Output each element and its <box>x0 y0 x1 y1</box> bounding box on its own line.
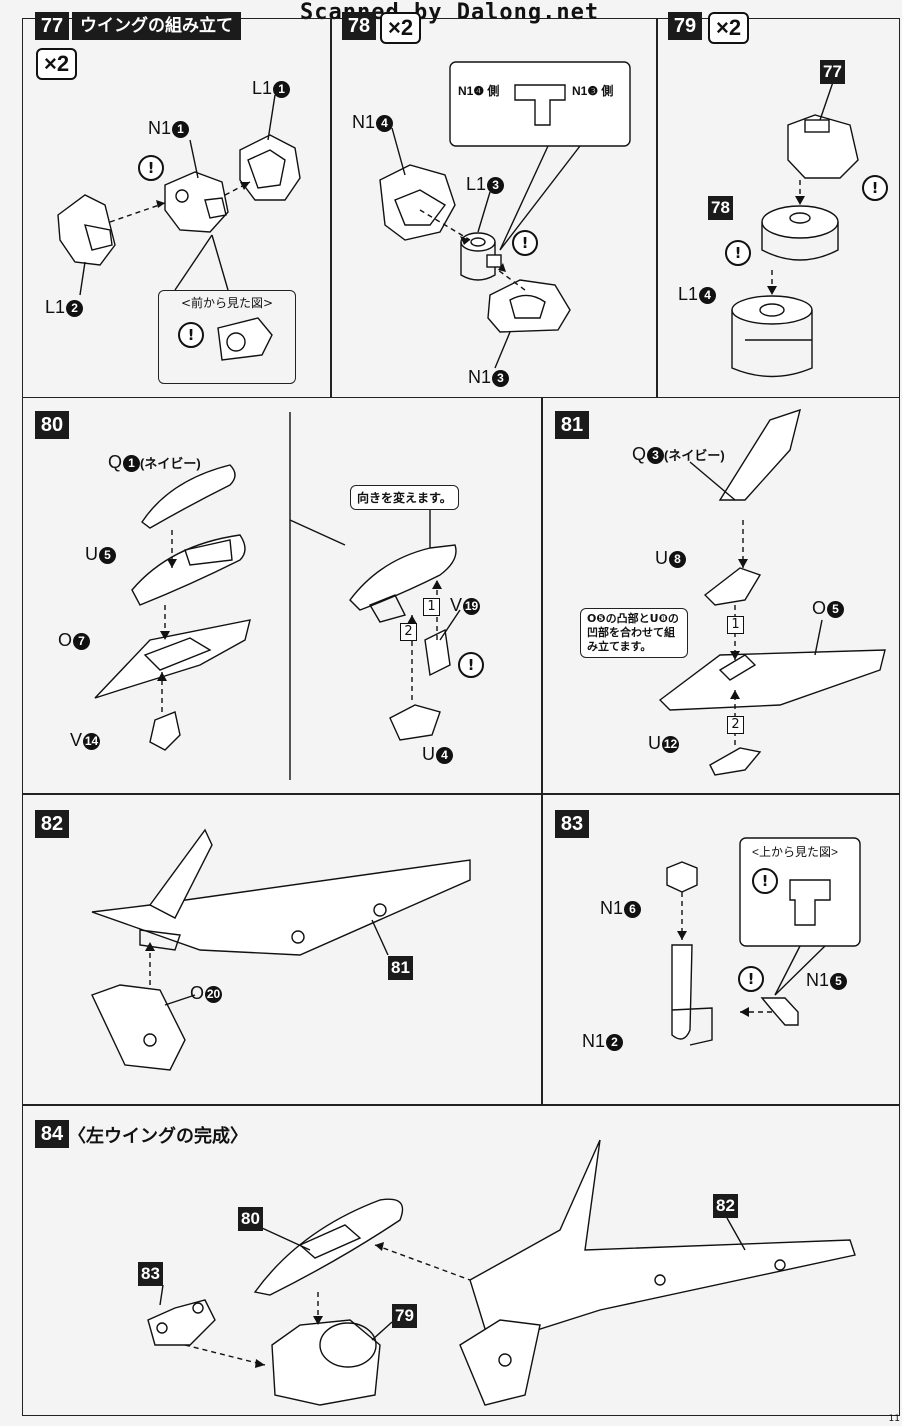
front-view-caption: <前から見た図> <box>180 296 274 310</box>
ref-step-82: 82 <box>713 1194 738 1218</box>
warning-icon: ! <box>178 322 204 348</box>
step-80-number: 80 <box>35 411 69 439</box>
sequence-2: 2 <box>400 623 417 641</box>
sequence-1: 1 <box>423 598 440 616</box>
side-label-n1-3: N1❸ 側 <box>572 84 614 98</box>
top-view-caption: <上から見た図> <box>752 845 839 859</box>
sequence-1: 1 <box>727 616 744 634</box>
ref-step-83: 83 <box>138 1262 163 1286</box>
ref-step-80: 80 <box>238 1207 263 1231</box>
step-78-number: 78 <box>342 12 376 40</box>
warning-icon: ! <box>458 652 484 678</box>
front-view-callout: <前から見た図> <box>158 290 296 384</box>
panel-80 <box>22 397 543 795</box>
side-label-n1-4: N1❹ 側 <box>458 84 500 98</box>
step-81-number: 81 <box>555 411 589 439</box>
warning-icon: ! <box>725 240 751 266</box>
panel-81 <box>541 397 900 795</box>
ref-step-77: 77 <box>820 60 845 84</box>
warning-icon: ! <box>752 868 778 894</box>
warning-icon: ! <box>862 175 888 201</box>
warning-icon: ! <box>512 230 538 256</box>
sequence-2: 2 <box>727 716 744 734</box>
step-79-multiplier: ×2 <box>708 12 750 44</box>
step-77-multiplier: ×2 <box>36 48 78 80</box>
turn-note-callout: 向きを変えます。 <box>350 485 459 510</box>
step-82-number: 82 <box>35 810 69 838</box>
alignment-note-callout: O❺の凸部とU❽の凹部を合わせて組み立てます。 <box>580 608 688 658</box>
step-77-title: ウイングの組み立て <box>72 12 241 40</box>
ref-step-79: 79 <box>392 1304 417 1328</box>
warning-icon: ! <box>738 966 764 992</box>
ref-step-81: 81 <box>388 956 413 980</box>
step-78-multiplier: ×2 <box>380 12 422 44</box>
page-number: 11 <box>888 1414 900 1424</box>
step-79-number: 79 <box>668 12 702 40</box>
ref-step-78: 78 <box>708 196 733 220</box>
step-83-number: 83 <box>555 810 589 838</box>
panel-84 <box>22 1104 900 1416</box>
panel-82 <box>22 793 543 1106</box>
warning-icon: ! <box>138 155 164 181</box>
step-77-number: 77 <box>35 12 69 40</box>
step-84-number: 84 <box>35 1120 69 1148</box>
step-84-title: 〈左ウイングの完成〉 <box>68 1126 248 1146</box>
panel-83 <box>541 793 900 1106</box>
